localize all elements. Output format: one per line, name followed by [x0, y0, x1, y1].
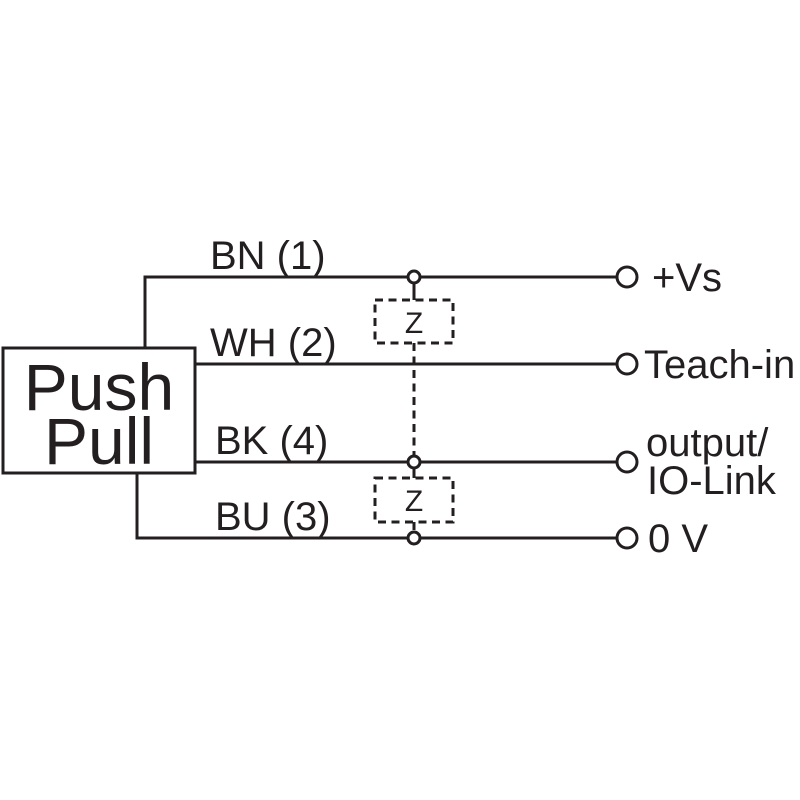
junction-bk: [406, 454, 422, 470]
terminal-circle-0v: [615, 526, 639, 550]
terminal-label-teach-in: Teach-in: [644, 343, 795, 387]
suppressor-branch: Z Z: [373, 269, 455, 546]
terminal-label-output-line2: IO-Link: [647, 459, 777, 503]
suppressor-box-2: [373, 476, 455, 524]
terminal-circle-teach-in: [615, 352, 639, 376]
wire-label-bk: BK (4): [215, 419, 328, 463]
suppressor-box-1: [373, 298, 455, 345]
wires: [135, 275, 617, 540]
wire-label-bu: BU (3): [215, 495, 331, 539]
device-label-line2: Pull: [44, 404, 154, 478]
terminals: [615, 265, 639, 550]
wire-bu: [135, 473, 617, 540]
wire-bn: [143, 275, 617, 348]
device-label-line1: Push: [24, 350, 174, 424]
wire-label-bn: BN (1): [210, 234, 326, 278]
terminal-label-0v: 0 V: [648, 517, 708, 561]
suppressor-label-1: Z: [405, 307, 423, 340]
device-box: [1, 346, 197, 475]
junction-bu: [406, 530, 422, 546]
terminal-label-vs: +Vs: [652, 256, 722, 300]
terminal-circle-output: [615, 450, 639, 474]
junction-bn: [406, 269, 422, 285]
terminal-label-output-line1: output/: [646, 421, 769, 465]
wire-labels: BN (1) WH (2) BK (4) BU (3): [210, 234, 337, 539]
terminal-labels: +Vs Teach-in output/ IO-Link 0 V: [644, 256, 795, 561]
suppressor-label-2: Z: [405, 485, 423, 518]
terminal-circle-vs: [615, 265, 639, 289]
wire-label-wh: WH (2): [210, 321, 337, 365]
